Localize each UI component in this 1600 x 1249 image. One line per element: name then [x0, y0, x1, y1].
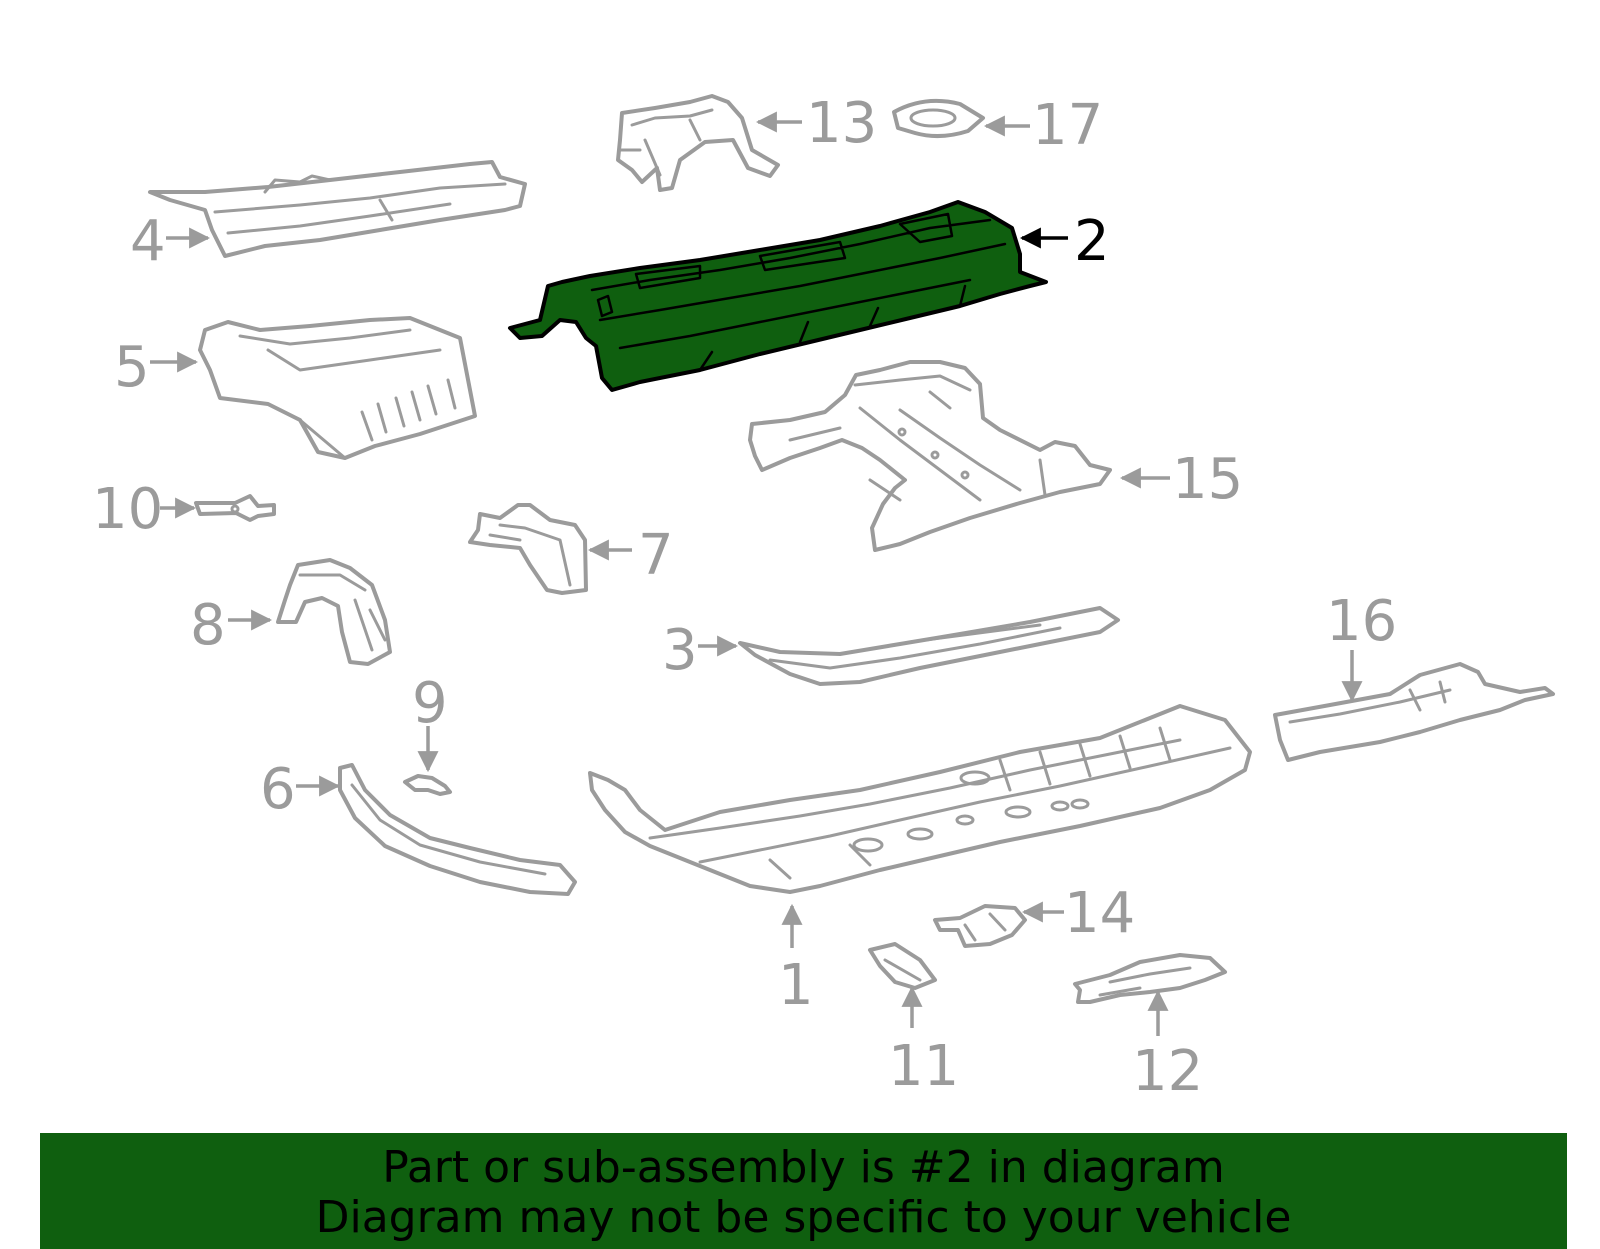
- part-17: [892, 98, 985, 138]
- callout-4-label: 4: [130, 209, 166, 274]
- part-14: [933, 904, 1027, 948]
- banner-line-2: Diagram may not be specific to your vehi…: [315, 1192, 1292, 1243]
- part-3: [738, 606, 1120, 686]
- callout-1: 1: [778, 903, 814, 1018]
- part-15: [748, 360, 1112, 552]
- callout-13: 13: [755, 91, 877, 156]
- part-1: [588, 704, 1252, 894]
- part-6: [338, 763, 577, 896]
- part-4: [148, 160, 527, 258]
- callout-14-label: 14: [1064, 881, 1135, 946]
- callout-12: 12: [1132, 989, 1203, 1104]
- callout-6: 6: [260, 757, 341, 822]
- info-banner: Part or sub-assembly is #2 in diagram Di…: [40, 1133, 1567, 1249]
- callout-8: 8: [190, 593, 273, 658]
- callout-7-label: 7: [638, 523, 674, 588]
- banner-line-1: Part or sub-assembly is #2 in diagram: [382, 1142, 1225, 1193]
- callout-17-label: 17: [1032, 93, 1103, 158]
- part-16: [1273, 662, 1555, 762]
- part-13: [616, 94, 780, 192]
- callout-12-label: 12: [1132, 1039, 1203, 1104]
- callout-2-label: 2: [1074, 209, 1110, 274]
- callout-13-label: 13: [806, 91, 877, 156]
- callout-6-label: 6: [260, 757, 296, 822]
- callout-5-label: 5: [114, 335, 150, 400]
- callout-11-label: 11: [888, 1034, 959, 1099]
- part-2-highlighted: [508, 200, 1048, 392]
- callout-8-label: 8: [190, 593, 226, 658]
- callout-3-label: 3: [662, 618, 698, 683]
- part-10: [194, 494, 276, 522]
- callout-15-label: 15: [1172, 447, 1243, 512]
- callout-11: 11: [888, 985, 959, 1099]
- callout-9: 9: [412, 671, 448, 773]
- callout-7: 7: [587, 523, 674, 588]
- callout-16: 16: [1326, 589, 1397, 703]
- callout-1-label: 1: [778, 953, 814, 1018]
- callout-4: 4: [130, 209, 211, 274]
- callout-5: 5: [114, 335, 199, 400]
- callout-15: 15: [1119, 447, 1243, 512]
- callout-16-label: 16: [1326, 589, 1397, 654]
- callout-14: 14: [1021, 881, 1135, 946]
- callout-17: 17: [983, 93, 1103, 158]
- callout-10-label: 10: [92, 477, 163, 542]
- part-8: [276, 558, 392, 666]
- part-9: [403, 774, 452, 796]
- part-7: [468, 503, 588, 595]
- part-5: [198, 316, 477, 460]
- callout-10: 10: [92, 477, 197, 542]
- callout-2: 2: [1019, 209, 1110, 274]
- callout-3: 3: [662, 618, 739, 683]
- part-12: [1073, 953, 1227, 1004]
- callout-9-label: 9: [412, 671, 448, 736]
- part-11: [868, 942, 937, 990]
